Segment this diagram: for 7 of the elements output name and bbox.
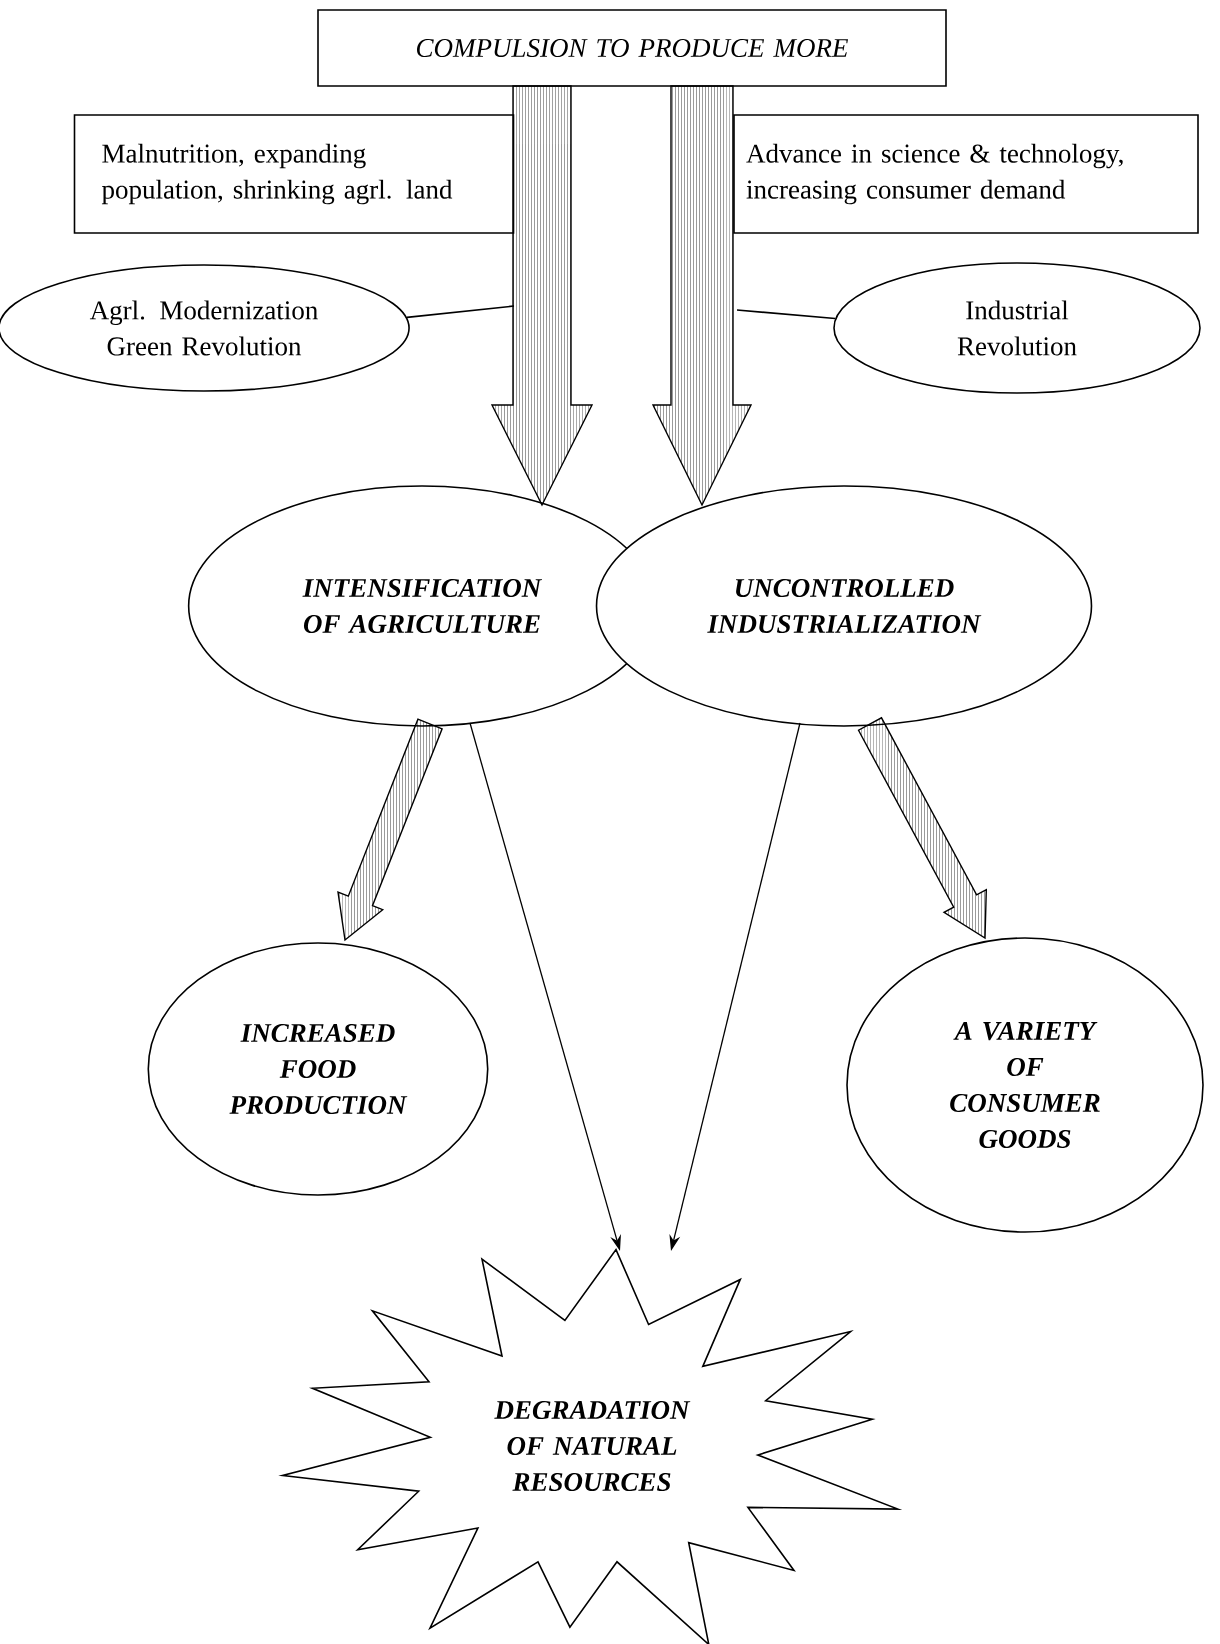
hatched-arrow — [337, 718, 443, 942]
hatched-arrow — [490, 85, 594, 507]
hatched-arrow — [651, 85, 753, 507]
starburst: DEGRADATION OF NATURAL RESOURCES — [278, 1248, 903, 1644]
text-box: Advance in science & technology, increasing consumer demand — [733, 114, 1199, 234]
title-box: COMPULSION TO PRODUCE MORE — [317, 9, 947, 87]
text-box: Malnutrition, expanding population, shrinking agrl. land — [73, 114, 515, 234]
